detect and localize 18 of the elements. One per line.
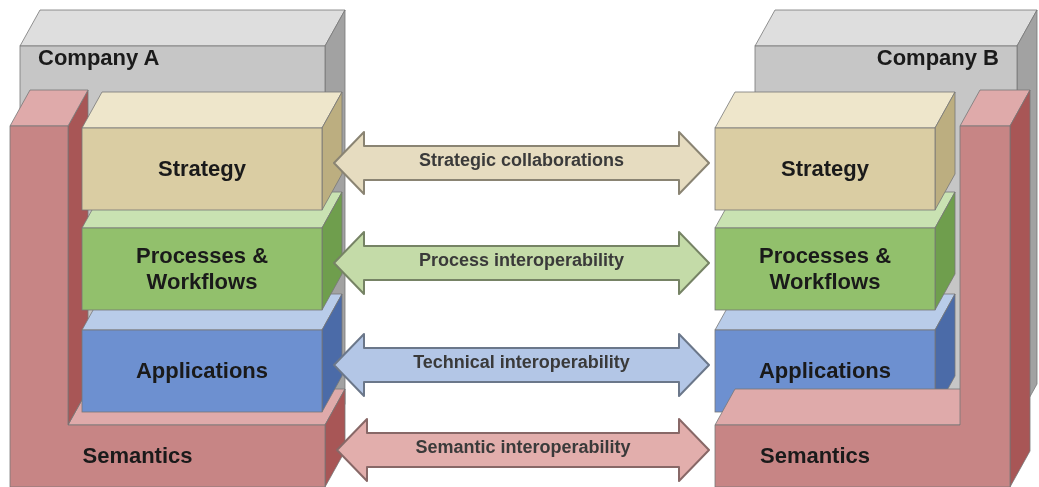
edge-label: Process interoperability: [418, 249, 625, 271]
block-label: Strategy: [780, 155, 869, 183]
double-arrow: [333, 333, 710, 397]
edge-label: Technical interoperability: [413, 351, 630, 373]
block-label: Company B: [876, 44, 999, 72]
block-label: Company A: [38, 44, 160, 72]
double-arrow: [336, 418, 710, 482]
block-label: Semantics: [759, 442, 871, 470]
edge-label: Semantic interoperability: [415, 436, 631, 458]
block-label: Strategy: [157, 155, 246, 183]
double-arrow: [333, 231, 710, 295]
block-label: Processes & Workflows: [134, 242, 270, 296]
block-label: Processes & Workflows: [757, 242, 893, 296]
block-label: Applications: [136, 357, 268, 385]
block-label: Semantics: [82, 442, 193, 470]
block-label: Applications: [759, 357, 891, 385]
double-arrow: [333, 131, 710, 195]
edge-label: Strategic collaborations: [418, 149, 625, 171]
